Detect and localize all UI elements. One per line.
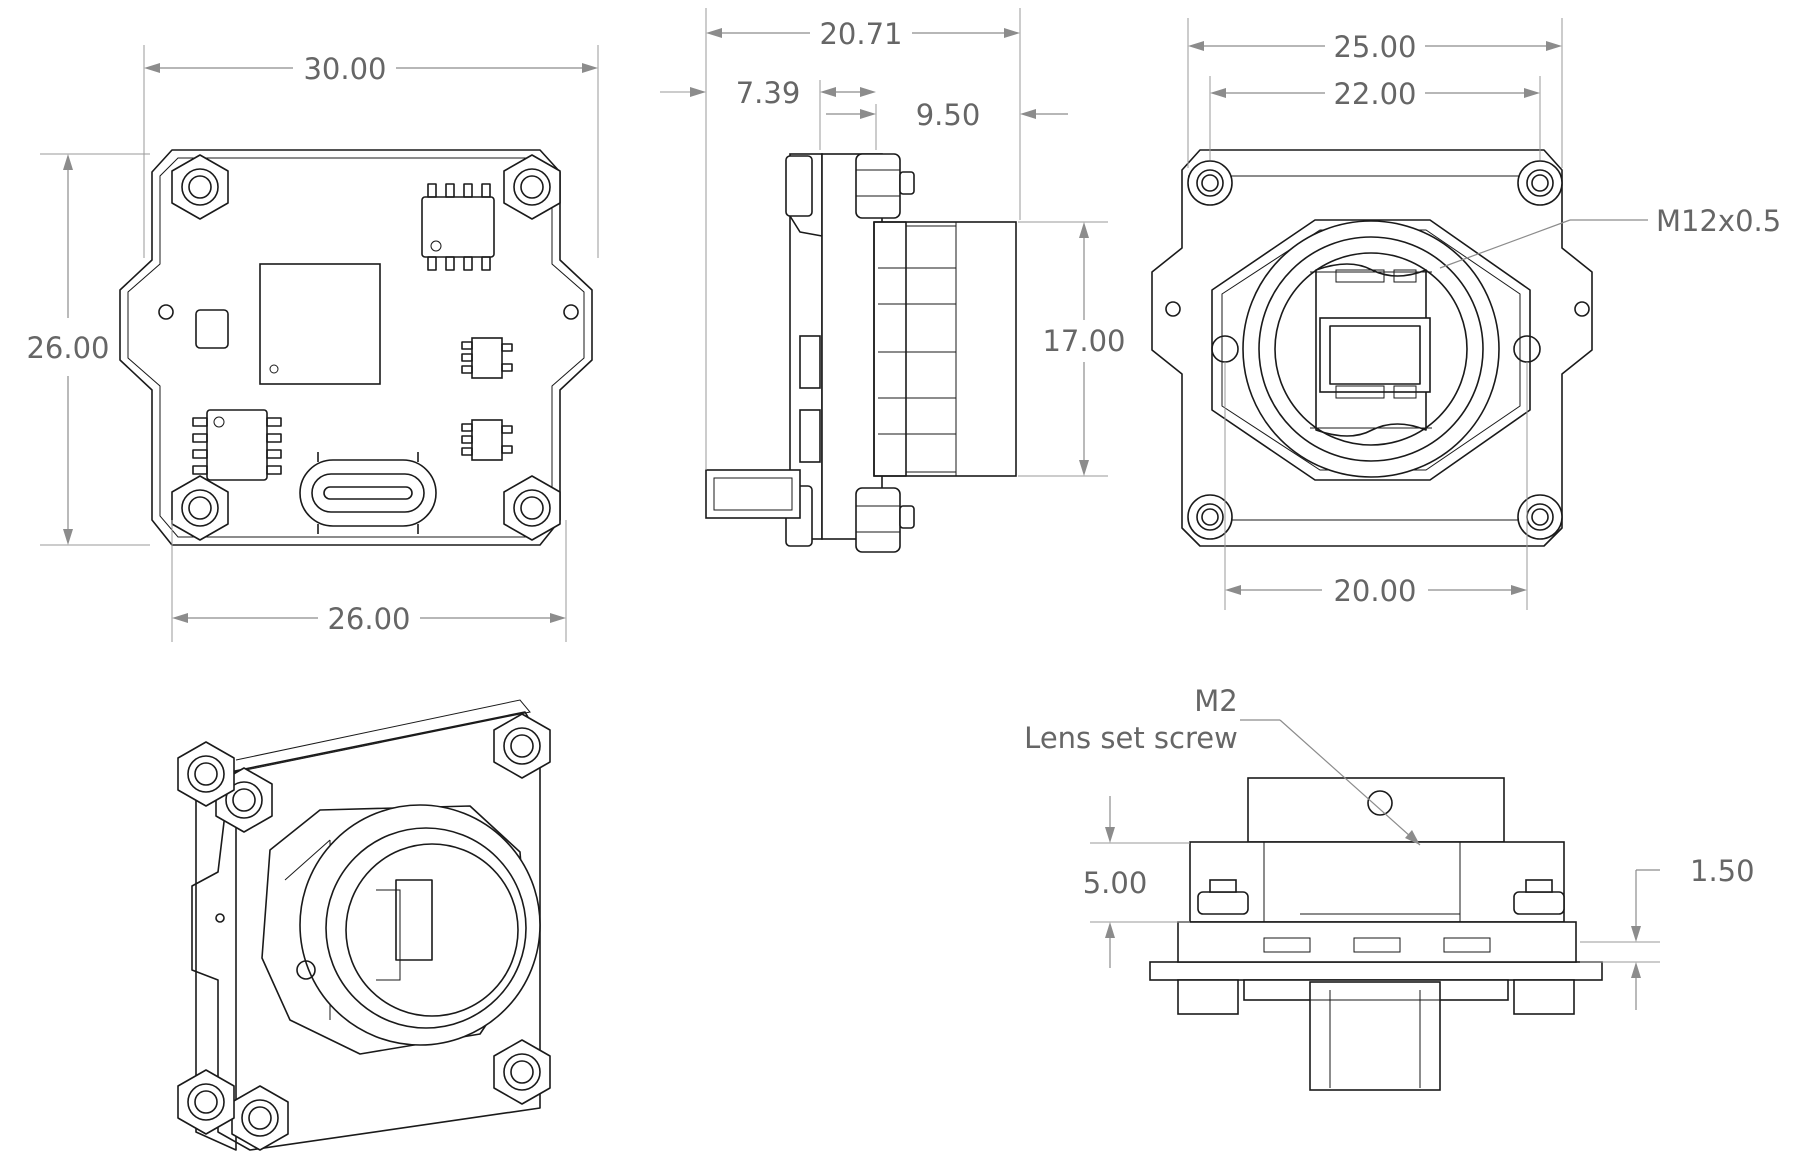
- bottom-view: [1149, 777, 1603, 1091]
- front-view: [119, 149, 593, 546]
- side-lens-diameter-dimension: 17.00: [1042, 324, 1125, 358]
- bottom-offset-dimension: 1.50: [1690, 854, 1755, 888]
- rear-width-dimension: 25.00: [1333, 30, 1416, 64]
- bottom-dimensions: 5.00 1.50 M2 Lens set screw: [1024, 684, 1755, 1010]
- rear-dimensions: 25.00 22.00 20.00 M12x0.5: [1187, 18, 1781, 610]
- front-hole-spacing-dimension: 26.00: [327, 602, 410, 636]
- lens-thread-callout: M12x0.5: [1656, 204, 1781, 238]
- side-view: [705, 153, 1017, 553]
- front-height-dimension: 26.00: [26, 331, 109, 365]
- front-dimensions: 30.00 26.00 26.00: [26, 45, 599, 642]
- rear-view: [1151, 149, 1593, 547]
- rear-holes-top-dimension: 22.00: [1333, 77, 1416, 111]
- side-dimensions: 20.71 7.39 9.50 17.00: [660, 8, 1126, 477]
- bottom-height-dimension: 5.00: [1083, 866, 1148, 900]
- side-depth-dimension: 20.71: [819, 17, 902, 51]
- front-width-dimension: 30.00: [303, 52, 386, 86]
- side-lens-dimension: 9.50: [916, 98, 981, 132]
- rear-holes-bottom-dimension: 20.00: [1333, 574, 1416, 608]
- isometric-view: [177, 699, 551, 1151]
- side-pcb-dimension: 7.39: [736, 76, 801, 110]
- screw-size-callout: M2: [1194, 684, 1237, 718]
- screw-description-callout: Lens set screw: [1024, 721, 1238, 755]
